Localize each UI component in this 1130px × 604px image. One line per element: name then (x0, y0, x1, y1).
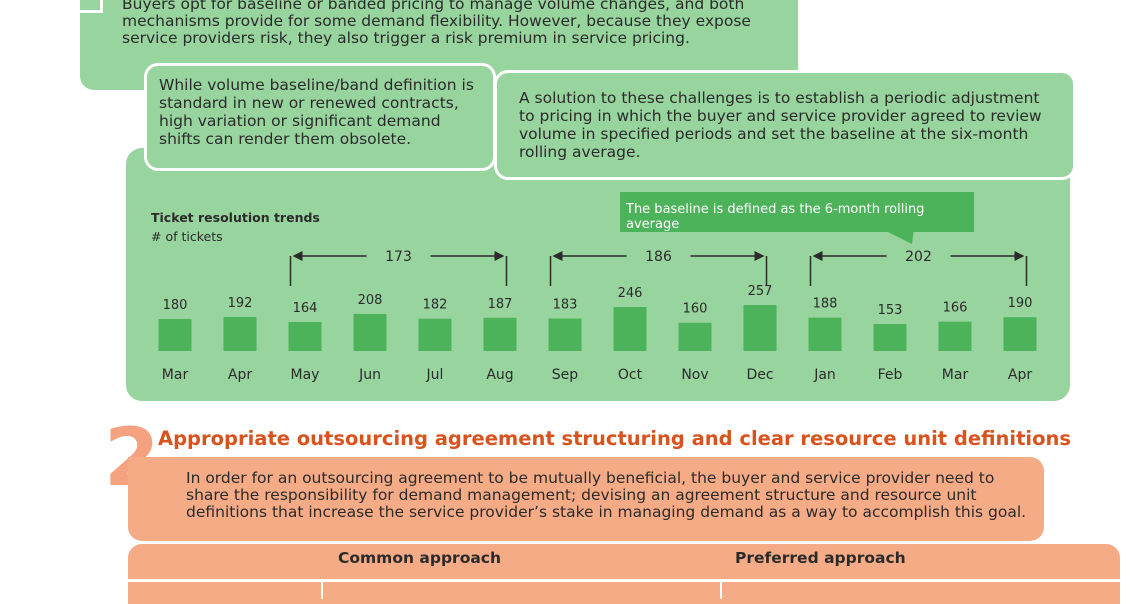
category-label-2: May (291, 367, 320, 383)
callout-periodic-adjustment: A solution to these challenges is to est… (494, 70, 1076, 180)
column-header-preferred: Preferred approach (735, 549, 906, 567)
category-label-5: Aug (486, 367, 513, 383)
bar-12 (938, 321, 972, 351)
data-label-3: 208 (358, 293, 383, 308)
data-label-10: 188 (813, 297, 838, 312)
bar-5 (483, 317, 517, 351)
bar-4 (418, 318, 452, 351)
callout-obsolete-baseline: While volume baseline/band definition is… (144, 63, 496, 171)
bar-10 (808, 317, 842, 351)
data-label-9: 257 (748, 284, 773, 299)
bracket-arrowhead-right-0 (494, 251, 505, 261)
data-label-7: 246 (618, 286, 643, 301)
category-label-13: Apr (1008, 367, 1032, 383)
bar-13 (1003, 317, 1037, 351)
category-label-1: Apr (228, 367, 252, 383)
bar-3 (353, 313, 387, 351)
category-label-4: Jul (426, 367, 444, 383)
bracket-arrowhead-left-0 (292, 251, 303, 261)
category-label-11: Feb (878, 367, 903, 383)
intro-text: Buyers opt for baseline or banded pricin… (122, 0, 751, 47)
section2-text: In order for an outsourcing agreement to… (186, 469, 1027, 521)
category-label-10: Jan (813, 367, 836, 383)
chart-panel (126, 148, 1070, 401)
approach-table-header (128, 544, 1120, 604)
callout-left-text: While volume baseline/band definition is… (159, 76, 474, 148)
category-label-8: Nov (681, 367, 708, 383)
data-label-12: 166 (943, 301, 968, 316)
bracket-arrowhead-right-1 (754, 251, 765, 261)
chart-title: Ticket resolution trends (151, 210, 320, 225)
column-header-common: Common approach (338, 549, 502, 567)
category-label-7: Oct (618, 367, 643, 383)
data-label-6: 183 (553, 298, 578, 313)
rolling-average-label-1: 186 (645, 249, 672, 265)
bar-2 (288, 321, 322, 351)
table-column-divider (720, 579, 722, 599)
baseline-note-box: The baseline is defined as the 6-month r… (620, 192, 974, 232)
bar-6 (548, 318, 582, 351)
baseline-note-text: The baseline is defined as the 6-month r… (626, 202, 925, 232)
category-label-0: Mar (162, 367, 189, 383)
rolling-average-label-2: 202 (905, 249, 932, 265)
data-label-4: 182 (423, 298, 448, 313)
section2-title: Appropriate outsourcing agreement struct… (158, 427, 1071, 450)
bracket-arrowhead-left-1 (552, 251, 563, 261)
callout-right-text: A solution to these challenges is to est… (519, 89, 1042, 161)
bar-9 (743, 305, 777, 351)
bar-1 (223, 316, 257, 351)
category-label-12: Mar (942, 367, 969, 383)
bar-11 (873, 324, 907, 351)
data-label-13: 190 (1008, 296, 1033, 311)
table-row-divider (128, 579, 1120, 582)
data-label-0: 180 (163, 298, 188, 313)
baseline-note-pointer (880, 228, 914, 244)
data-label-8: 160 (683, 302, 708, 317)
panel-corner-decoration (80, 0, 103, 13)
chart-unit-label: # of tickets (151, 229, 223, 244)
section2-panel (128, 457, 1044, 541)
bar-7 (613, 307, 647, 351)
bracket-arrowhead-left-2 (812, 251, 823, 261)
data-label-2: 164 (293, 301, 318, 316)
category-label-6: Sep (552, 367, 579, 383)
bar-0 (158, 319, 192, 351)
category-label-9: Dec (746, 367, 773, 383)
bar-8 (678, 322, 712, 351)
data-label-5: 187 (488, 297, 513, 312)
table-column-divider (321, 579, 323, 599)
rolling-average-label-0: 173 (385, 249, 412, 265)
data-label-1: 192 (228, 296, 253, 311)
category-label-3: Jun (358, 367, 381, 383)
bracket-arrowhead-right-2 (1014, 251, 1025, 261)
data-label-11: 153 (878, 303, 903, 318)
